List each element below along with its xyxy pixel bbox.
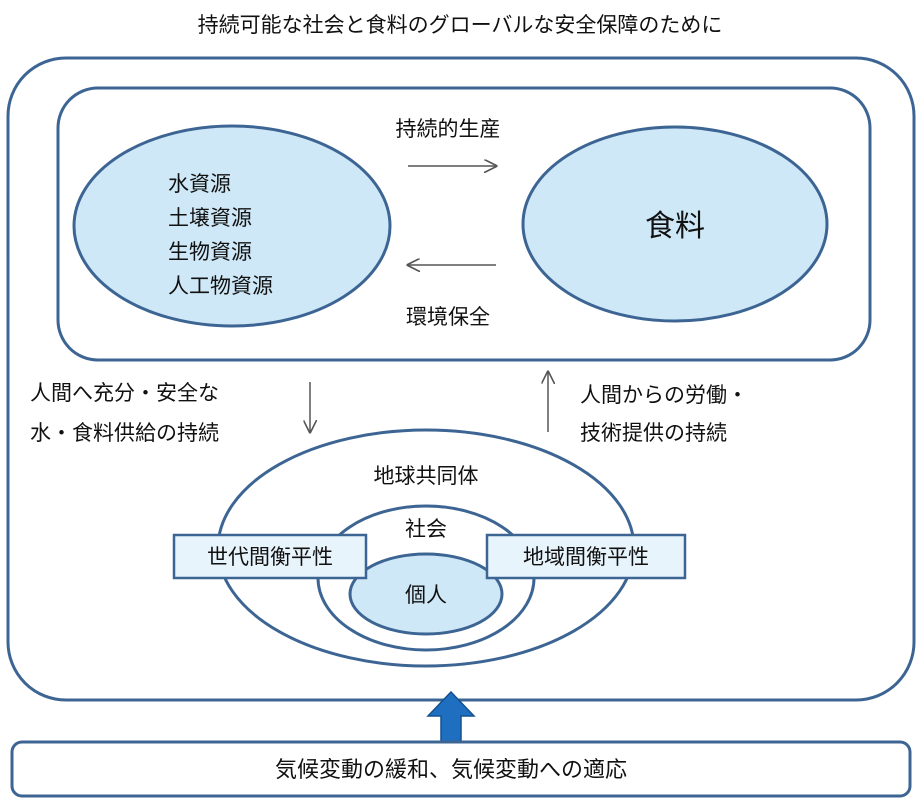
environmental-conservation-label: 環境保全 [406,305,490,329]
resource-water: 水資源 [168,172,231,196]
labor-line-2: 技術提供の持続 [580,421,727,445]
climate-label: 気候変動の緩和、気候変動への適応 [275,758,627,783]
labor-line-1: 人間からの労働・ [580,383,748,407]
global-community-label: 地球共同体 [374,464,479,488]
generational-equity-box [172,533,368,580]
diagram-title: 持続可能な社会と食料のグローバルな安全保障のために [198,13,723,37]
individual-label: 個人 [405,583,447,607]
sustainable-production-label: 持続的生産 [396,117,501,141]
generational-equity-label: 世代間衡平性 [207,545,333,569]
resources-ellipse [72,124,392,328]
regional-equity-label: 地域間衡平性 [523,545,649,569]
climate-box [10,740,912,798]
food-label: 食料 [645,209,705,244]
supply-line-2: 水・食料供給の持続 [30,421,219,445]
supply-line-1: 人間へ充分・安全な [30,381,219,405]
society-label: 社会 [405,517,447,541]
food-ellipse [521,125,829,323]
resource-soil: 土壌資源 [168,206,252,230]
regional-equity-box [485,533,687,580]
individual-ellipse [348,552,504,636]
resource-biological: 生物資源 [168,240,252,264]
resource-artificial: 人工物資源 [168,274,273,298]
